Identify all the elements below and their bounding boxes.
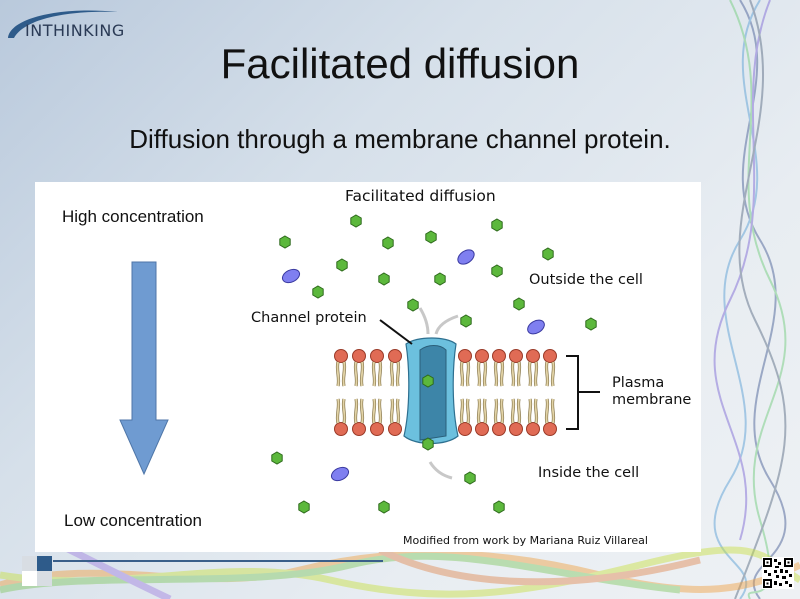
molecule bbox=[460, 314, 472, 328]
logo-swoosh-icon bbox=[8, 10, 118, 38]
other-molecule bbox=[281, 268, 301, 284]
molecule bbox=[350, 214, 362, 228]
outside-molecules bbox=[279, 214, 597, 335]
molecule bbox=[491, 218, 503, 232]
plasma-membrane-label-line2: membrane bbox=[612, 392, 692, 408]
down-arrow-icon bbox=[119, 261, 169, 476]
logo-text: INTHINKING bbox=[25, 21, 125, 40]
membrane-bracket bbox=[566, 355, 600, 430]
footer-divider bbox=[53, 560, 383, 562]
entry-arrows bbox=[418, 307, 459, 480]
slide-subtitle: Diffusion through a membrane channel pro… bbox=[129, 124, 671, 154]
molecule bbox=[434, 272, 446, 286]
other-molecule bbox=[527, 319, 545, 335]
inthinking-logo bbox=[0, 0, 130, 50]
molecule bbox=[493, 500, 505, 514]
channel-protein bbox=[403, 337, 459, 451]
image-credit: Modified from work by Mariana Ruiz Villa… bbox=[403, 534, 648, 547]
qr-code-icon[interactable] bbox=[762, 557, 794, 589]
slide-title: Facilitated diffusion bbox=[220, 40, 580, 87]
channel-pointer-line bbox=[379, 319, 413, 345]
molecule bbox=[312, 285, 324, 299]
molecule bbox=[279, 235, 291, 249]
decorative-strands bbox=[713, 0, 787, 599]
inside-molecules bbox=[271, 451, 505, 514]
molecule bbox=[464, 471, 476, 485]
diagram-title: Facilitated diffusion bbox=[345, 187, 496, 205]
molecule bbox=[298, 500, 310, 514]
molecule bbox=[425, 230, 437, 244]
low-concentration-label: Low concentration bbox=[64, 511, 202, 530]
high-concentration-label: High concentration bbox=[62, 207, 204, 226]
molecule bbox=[491, 264, 503, 278]
molecule bbox=[378, 500, 390, 514]
molecule bbox=[378, 272, 390, 286]
molecule bbox=[336, 258, 348, 272]
molecule bbox=[271, 451, 283, 465]
channel-protein-label: Channel protein bbox=[251, 310, 367, 326]
other-molecule bbox=[330, 466, 350, 482]
facilitated-diffusion-diagram bbox=[271, 214, 600, 514]
molecule bbox=[513, 297, 525, 311]
inside-cell-label: Inside the cell bbox=[538, 465, 640, 481]
plasma-membrane-label: Plasma membrane bbox=[612, 375, 691, 409]
decorative-band bbox=[0, 545, 800, 599]
molecule bbox=[542, 247, 554, 261]
molecule bbox=[585, 317, 597, 331]
molecule bbox=[382, 236, 394, 250]
other-molecule bbox=[457, 249, 475, 265]
molecule bbox=[407, 298, 419, 312]
slide-nav-squares-icon bbox=[22, 556, 52, 586]
plasma-membrane-label-line1: Plasma bbox=[612, 375, 665, 391]
outside-cell-label: Outside the cell bbox=[529, 272, 643, 288]
